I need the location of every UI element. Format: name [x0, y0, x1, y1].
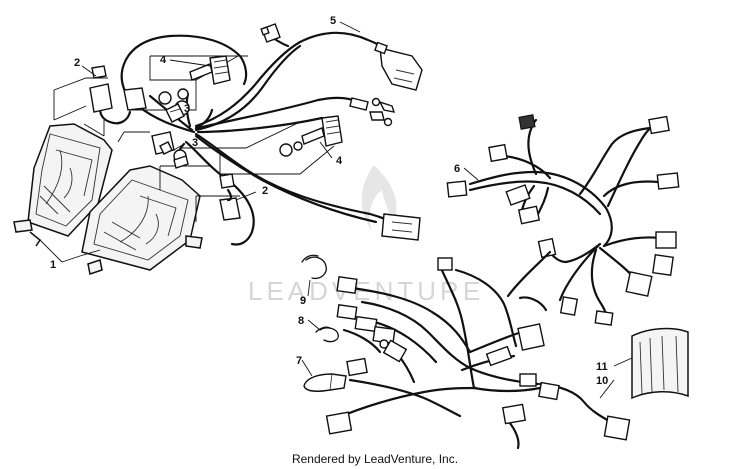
footer-credit: Rendered by LeadVenture, Inc.: [291, 452, 459, 466]
assembly-guide-lines: [53, 55, 335, 222]
ring-terminal-pair: [349, 97, 396, 127]
harness-6-connectors: [446, 114, 680, 326]
bulb-assembly-lower: [151, 115, 343, 221]
callout-3-lower: 3: [192, 137, 198, 149]
callout-4-lower: 4: [336, 155, 343, 167]
callout-10: 10: [596, 375, 608, 387]
harness-end-connector: [381, 213, 421, 241]
main-harness-lower: [330, 250, 616, 450]
callout-4-upper: 4: [160, 54, 167, 66]
protective-sleeve-11: [631, 327, 689, 400]
callout-2-lower: 2: [262, 185, 268, 197]
callout-9: 9: [300, 295, 306, 307]
callouts: 1 2 2 3 3 4 4 5 6 7 8 9 10 11: [50, 15, 608, 387]
callout-1: 1: [50, 259, 56, 271]
bulb-assembly-upper: [89, 55, 231, 123]
headlight-left: [13, 123, 113, 247]
lower-harness-connectors: [325, 257, 631, 441]
callout-11: 11: [596, 361, 608, 373]
callout-5: 5: [330, 15, 336, 27]
callout-leader-lines: [39, 21, 633, 399]
harness-connectors-5: [260, 23, 423, 241]
sensor-probe-7: [303, 373, 347, 392]
headlight-adjuster-lower: [321, 115, 343, 147]
clamp-ring-9: [301, 254, 327, 280]
callout-7: 7: [296, 355, 302, 367]
callout-8: 8: [298, 315, 304, 327]
callout-6: 6: [454, 163, 460, 175]
callout-3-upper: 3: [184, 103, 190, 115]
clamp-ring-8: [315, 326, 339, 343]
headlight-right: [81, 165, 203, 275]
callout-2-upper: 2: [74, 57, 80, 69]
headlight-adjuster-upper: [209, 55, 231, 85]
main-harness-6: [468, 118, 662, 318]
main-plug-connector: [374, 41, 423, 91]
